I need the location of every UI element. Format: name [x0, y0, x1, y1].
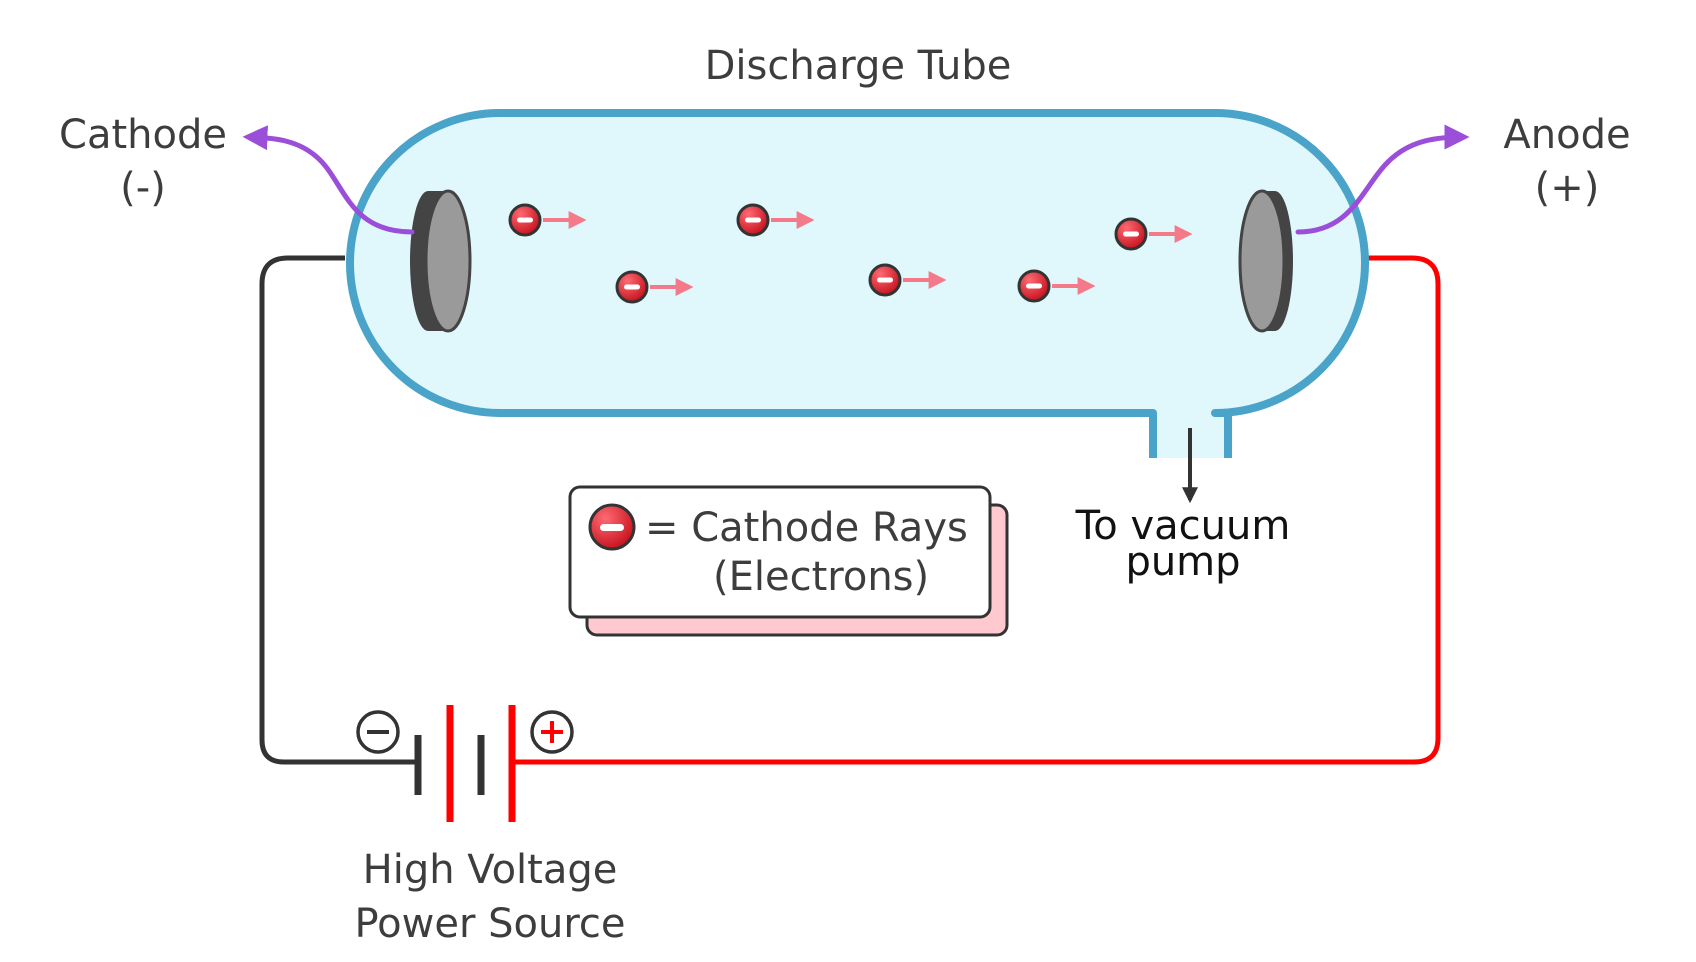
cathode-electrode: [410, 189, 472, 333]
vacuum-pump-sublabel: pump: [1125, 539, 1240, 585]
legend-electron-icon: [588, 503, 636, 551]
discharge-tube: [350, 113, 1365, 458]
electron: [1017, 269, 1096, 303]
legend: = Cathode Rays (Electrons): [568, 485, 1009, 637]
power-source-sublabel: Power Source: [354, 901, 625, 947]
legend-box: [568, 485, 992, 619]
legend-label: = Cathode Rays: [645, 505, 968, 551]
anode-label: Anode: [1503, 112, 1630, 158]
electron: [868, 263, 947, 297]
diagram-title: Discharge Tube: [705, 43, 1012, 89]
electron: [736, 203, 815, 237]
anode-electrode: [1238, 189, 1293, 333]
positive-wire: [512, 255, 1441, 765]
electron: [615, 270, 694, 304]
cathode-sign: (-): [120, 165, 166, 211]
legend-sublabel: (Electrons): [713, 554, 929, 600]
cathode-lead-arrow: [242, 125, 415, 235]
positive-terminal-icon: [530, 710, 574, 754]
vacuum-pump-label: To vacuum: [1075, 503, 1291, 549]
electron-beam: [508, 203, 1193, 304]
discharge-tube-outline: [346, 109, 1369, 458]
cathode-label: Cathode: [59, 112, 227, 158]
anode-sign: (+): [1535, 165, 1600, 211]
anode-lead-arrow: [1295, 124, 1470, 235]
power-source-label: High Voltage: [363, 847, 618, 893]
negative-wire: [259, 255, 415, 765]
electron: [1114, 217, 1193, 251]
battery: [356, 705, 574, 822]
electron: [508, 203, 587, 237]
negative-terminal-icon: [356, 710, 400, 754]
